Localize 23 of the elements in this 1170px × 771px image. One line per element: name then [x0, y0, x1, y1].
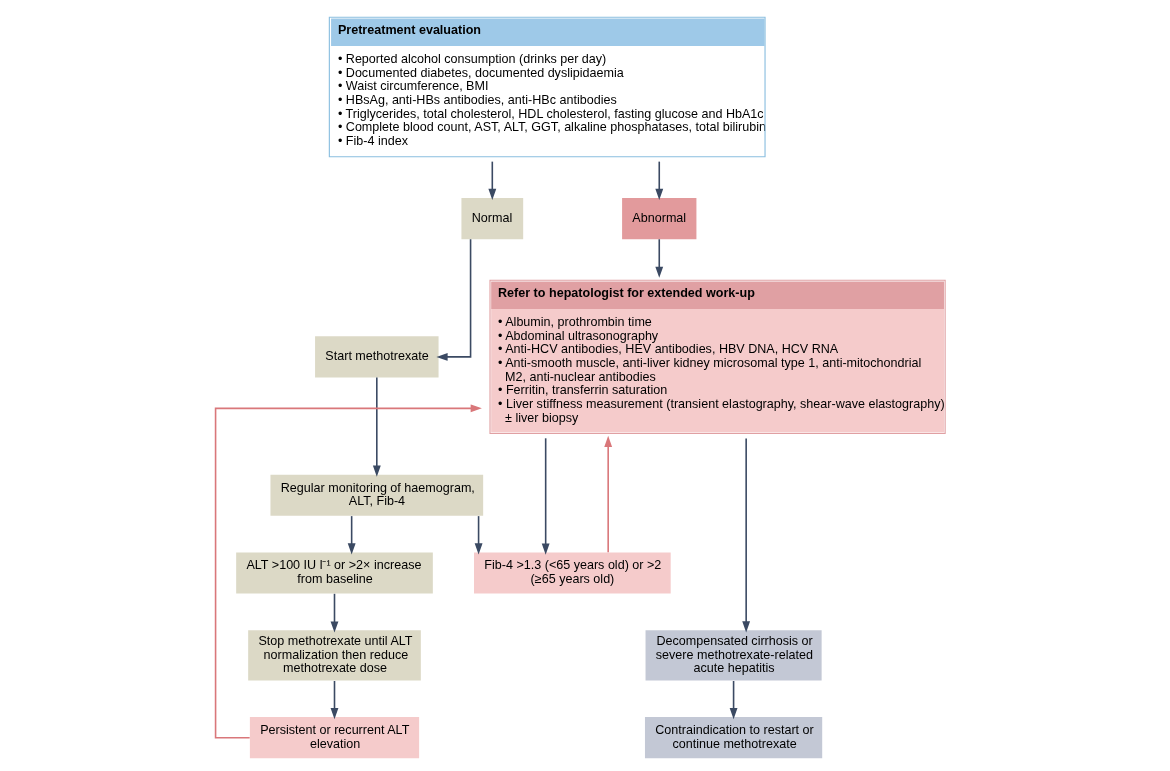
arrow	[654, 160, 663, 201]
arrow	[541, 437, 550, 555]
arrow	[347, 515, 356, 555]
arrow	[654, 238, 663, 278]
arrow	[372, 376, 381, 477]
node-box: Decompensated cirrhosis or severe methotrexate-related acute hepatitis	[645, 630, 822, 681]
arrow	[330, 593, 338, 633]
arrow	[474, 515, 482, 555]
arrow	[435, 238, 471, 361]
node-box: Fib-4 >1.3 (<65 years old) or >2 (≥65 years old)	[473, 552, 671, 594]
node-box: Contraindication to restart or continue methotrexate	[644, 717, 822, 759]
node-box: Regular monitoring of haemogram, ALT, Fib-4	[269, 474, 483, 516]
arrow	[729, 680, 737, 720]
node-box: Normal	[460, 197, 523, 240]
node-box: Start methotrexate	[314, 336, 439, 378]
node-box: Persistent or recurrent ALT elevation	[249, 717, 419, 759]
node-box: Stop methotrexate until ALT normalization then reduce methotrexate dose	[247, 630, 421, 681]
arrow	[603, 435, 612, 554]
arrow	[487, 160, 496, 201]
arrow	[330, 680, 338, 720]
arrow	[741, 437, 750, 633]
node-box: ALT >100 IU l⁻¹ or >2× increase from baseline	[235, 552, 433, 594]
node-box: Abnormal	[621, 197, 696, 240]
